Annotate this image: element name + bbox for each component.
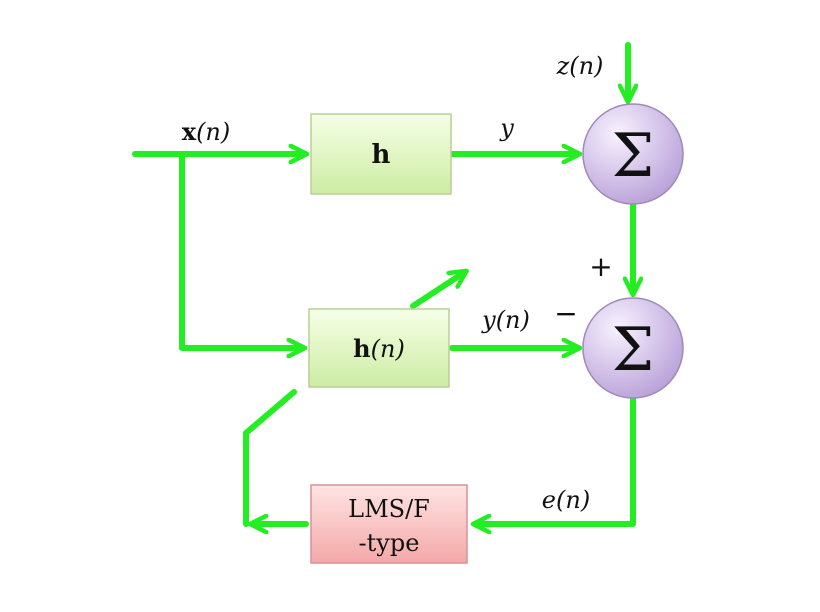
minus-sign: −: [554, 297, 577, 330]
summer-bottom-sigma: Σ: [612, 315, 654, 385]
summer-bottom: Σ: [582, 297, 684, 399]
signal-yn-name: y: [481, 306, 496, 334]
signal-x-bold: x: [182, 117, 197, 146]
signal-yn-label: y(n): [481, 306, 530, 334]
wire-adapt-arrow: [410, 272, 465, 309]
wire-x-branch-to-hn: [179, 151, 303, 348]
summer-top: Σ: [582, 103, 684, 205]
block-h: h: [310, 113, 452, 195]
signal-e-name: e: [542, 486, 556, 514]
wire-feedback-to-hn: [243, 389, 297, 527]
block-hn: h(n): [308, 308, 450, 388]
block-lms: LMS/F -type: [310, 484, 468, 564]
block-hn-arg: (n): [371, 335, 405, 363]
block-lms-line2: -type: [359, 529, 420, 557]
signal-x-arg: (n): [196, 118, 230, 146]
signal-e-arg: (n): [556, 486, 590, 514]
signal-z-name: z: [556, 52, 570, 80]
signal-e-label: e(n): [542, 486, 590, 514]
signal-y-label: y: [499, 114, 514, 142]
signal-z-label: z(n): [556, 52, 604, 80]
wire-e-to-lms: [475, 395, 636, 524]
signal-z-arg: (n): [569, 52, 603, 80]
plus-sign: +: [589, 250, 612, 283]
signal-yn-arg: (n): [496, 306, 530, 334]
signal-x-label: x(n): [182, 117, 231, 146]
block-h-label: h: [372, 140, 391, 170]
block-lms-line1: LMS/F: [348, 495, 430, 523]
block-hn-label: h(n): [353, 334, 405, 363]
summer-top-sigma: Σ: [612, 121, 654, 191]
block-hn-bold: h: [353, 334, 370, 363]
